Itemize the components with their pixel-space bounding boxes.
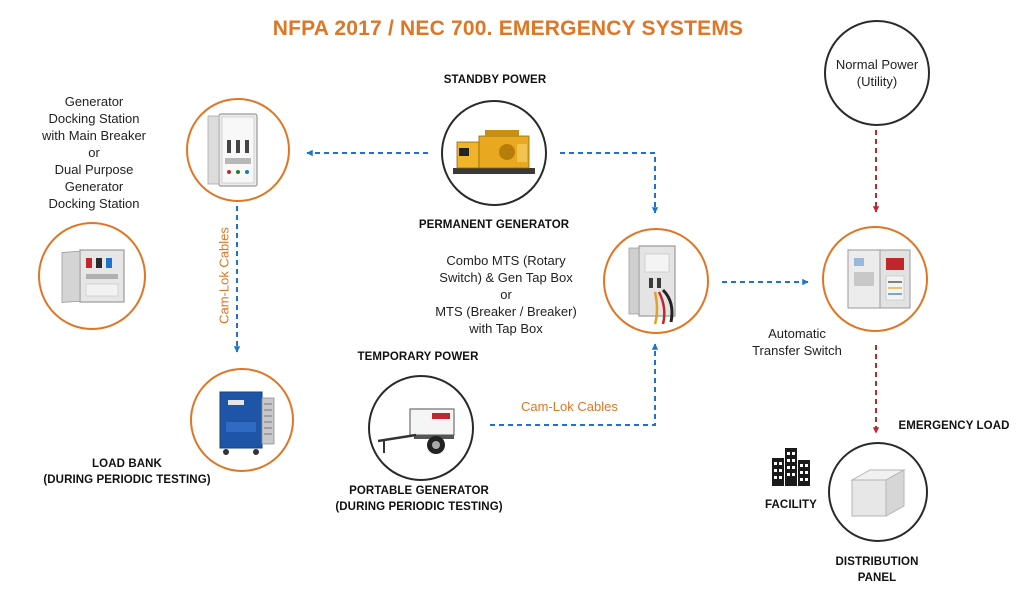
temporary-power-heading: TEMPORARY POWER xyxy=(357,351,479,363)
mts-tap-box-cabinet-icon xyxy=(628,245,676,325)
load-bank-node xyxy=(190,368,294,472)
cam-lok-cables-vertical-label: Cam-Lok Cables xyxy=(216,227,232,324)
portable-generator-trailer-icon xyxy=(377,408,455,454)
docking-station-node xyxy=(186,98,290,202)
load-bank-label: LOAD BANK (DURING PERIODIC TESTING) xyxy=(43,458,211,486)
portable-generator-node xyxy=(368,375,474,481)
emergency-load-heading: EMERGENCY LOAD xyxy=(898,420,1010,432)
distribution-panel-label: DISTRIBUTION PANEL xyxy=(835,556,919,584)
dual-purpose-docking-node xyxy=(38,222,146,330)
standby-power-heading: STANDBY POWER xyxy=(443,74,547,86)
dual-purpose-docking-station-panel-icon xyxy=(61,249,125,303)
portable-generator-label: PORTABLE GENERATOR (DURING PERIODIC TEST… xyxy=(335,485,503,513)
distribution-panel-node xyxy=(828,442,928,542)
normal-power-utility-node: Normal Power (Utility) xyxy=(824,20,930,126)
permanent-generator-icon xyxy=(453,130,535,174)
facility-label: FACILITY xyxy=(765,499,817,511)
docking-station-label: Generator Docking Station with Main Brea… xyxy=(41,94,147,211)
permanent-generator-label: PERMANENT GENERATOR xyxy=(418,219,570,231)
arrow-standby-to-mts xyxy=(560,152,659,214)
ats-label: Automatic Transfer Switch xyxy=(752,326,842,358)
automatic-transfer-switch-icon xyxy=(847,249,911,309)
mts-label: Combo MTS (Rotary Switch) & Gen Tap Box … xyxy=(435,253,577,336)
arrow-portable-to-mts xyxy=(490,343,659,426)
automatic-transfer-switch-node xyxy=(822,226,928,332)
normal-power-label: Normal Power xyxy=(835,57,919,72)
diagram-title: NFPA 2017 / NEC 700. EMERGENCY SYSTEMS xyxy=(272,17,744,40)
cam-lok-cables-horizontal-label: Cam-Lok Cables xyxy=(521,399,618,414)
permanent-generator-node xyxy=(441,100,547,206)
generator-docking-station-cabinet-icon xyxy=(207,113,258,187)
utility-label: (Utility) xyxy=(856,74,898,89)
load-bank-unit-icon xyxy=(219,391,275,455)
facility-buildings-icon xyxy=(772,448,810,486)
mts-tap-box-node xyxy=(603,228,709,334)
distribution-panel-box-icon xyxy=(850,469,906,517)
